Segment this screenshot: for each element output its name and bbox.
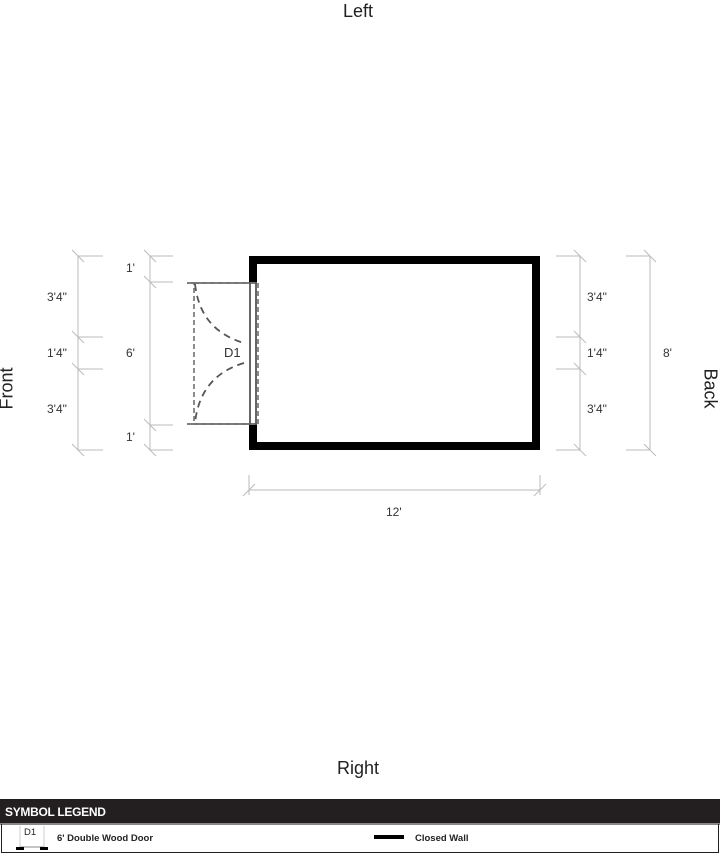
dim-back-2: 1'4" <box>587 346 607 360</box>
side-label-left: Left <box>343 1 374 21</box>
dim-front-2: 1'4" <box>47 346 67 360</box>
legend-door-symbol: D1 <box>24 827 37 838</box>
closed-wall-icon <box>374 835 404 839</box>
dim-front-1: 3'4" <box>47 290 67 304</box>
legend-row: D1 6' Double Wood Door Closed Wall <box>1 824 719 853</box>
side-label-right: Right <box>337 758 380 778</box>
dim-front-inner-1: 1' <box>126 261 135 275</box>
door-d1 <box>187 282 259 425</box>
legend-wall-label: Closed Wall <box>415 833 469 844</box>
door-label: D1 <box>224 345 241 360</box>
walls <box>249 256 540 450</box>
dimension-lines <box>71 249 657 497</box>
legend-title: SYMBOL LEGEND <box>0 799 720 825</box>
symbol-legend: SYMBOL LEGEND D1 6' Double Wood Door Clo… <box>0 799 720 855</box>
dim-front-3: 3'4" <box>47 402 67 416</box>
door-symbol-icon <box>16 826 48 850</box>
dim-width: 12' <box>386 505 402 519</box>
floor-plan: 3'4" 1'4" 3'4" 1' 6' 1' 3'4" 1'4" 3'4" 8… <box>47 249 672 519</box>
legend-door-label: 6' Double Wood Door <box>57 833 154 844</box>
dim-back-total: 8' <box>663 346 672 360</box>
dim-back-1: 3'4" <box>587 290 607 304</box>
dim-front-inner-3: 1' <box>126 430 135 444</box>
dim-front-inner-2: 6' <box>126 346 135 360</box>
dim-back-3: 3'4" <box>587 402 607 416</box>
